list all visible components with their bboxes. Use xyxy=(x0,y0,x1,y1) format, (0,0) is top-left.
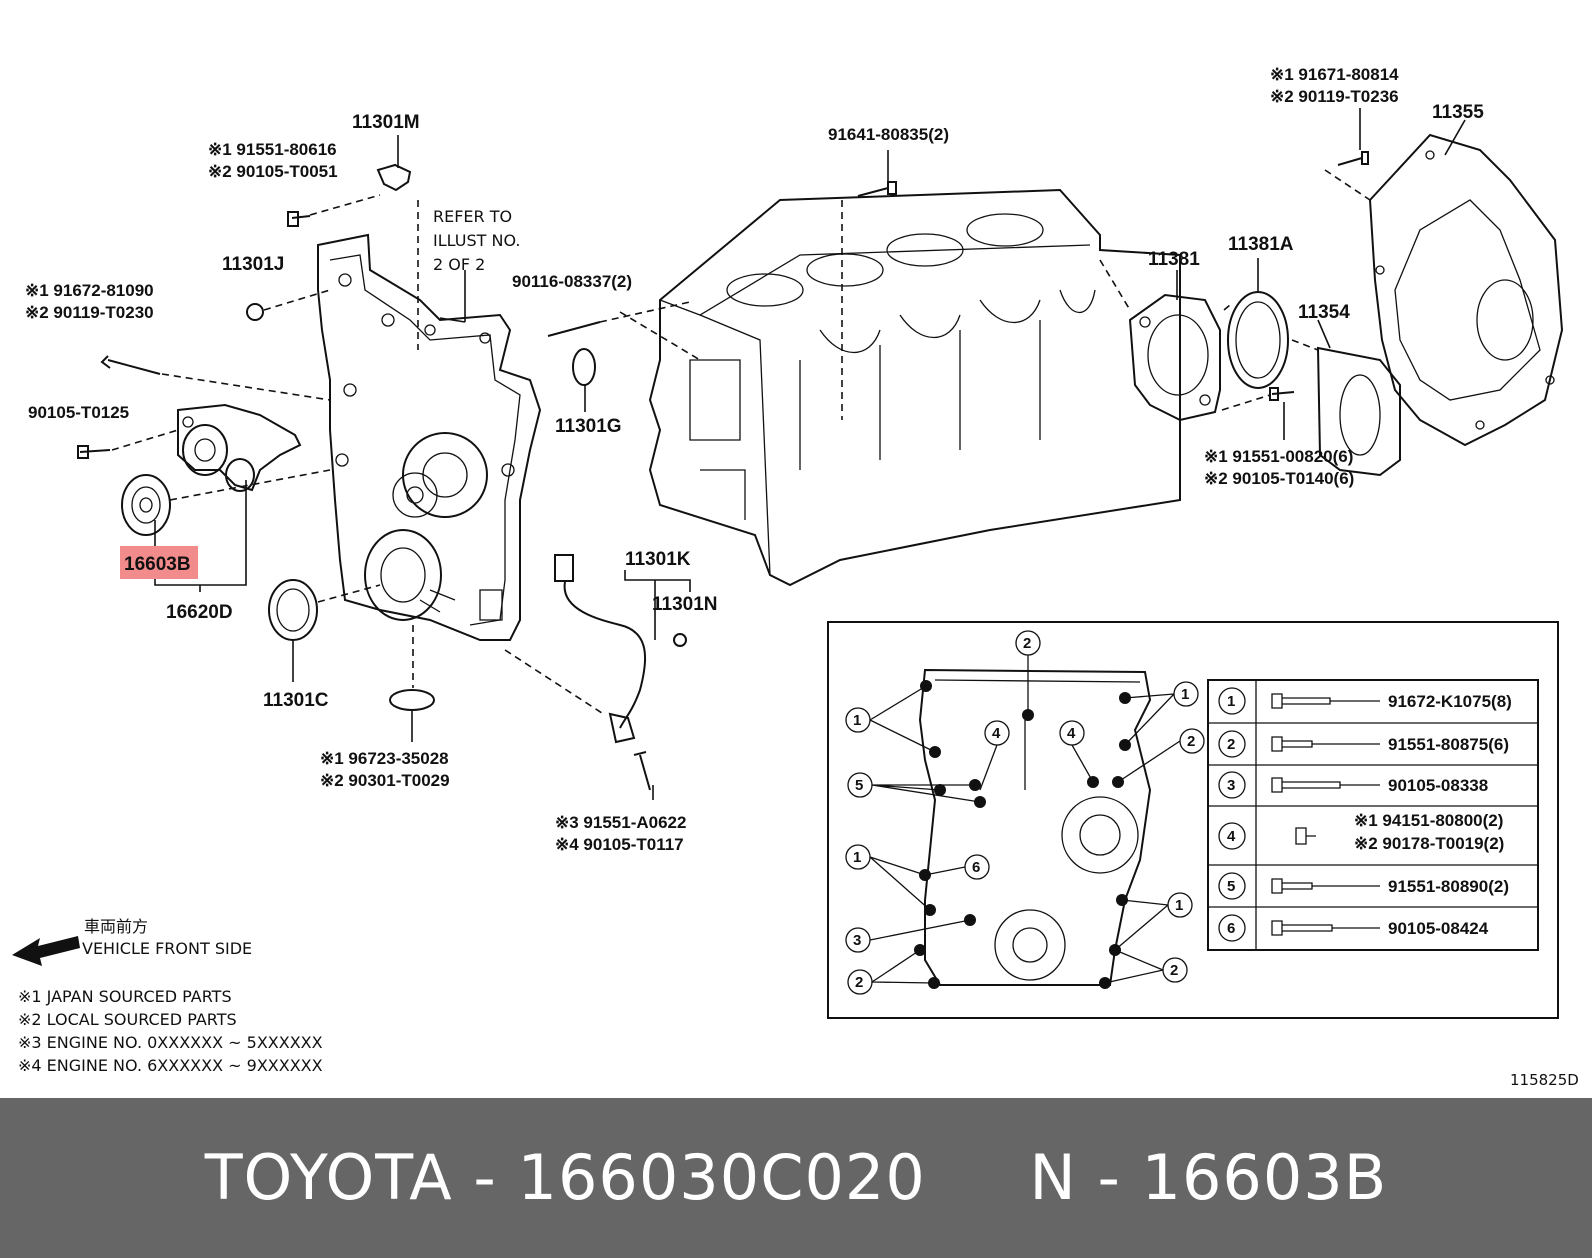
table-num-5: 5 xyxy=(1227,878,1235,895)
bolt-location-inset: 1 2 1 4 4 2 5 1 6 1 3 2 2 1 2 3 4 5 6 xyxy=(827,621,1559,1019)
inset-callout-2d: 2 xyxy=(1170,962,1178,979)
table-part-3: 90105-08338 xyxy=(1388,776,1488,795)
timing-chain-cover xyxy=(317,233,542,641)
label-sensor-bolt4: ※4 90105-T0117 xyxy=(555,835,684,854)
dashed-guides xyxy=(111,169,1371,716)
table-num-4: 4 xyxy=(1227,828,1236,845)
front-label-en: VEHICLE FRONT SIDE xyxy=(82,939,252,958)
inset-callout-1d: 1 xyxy=(1175,897,1183,914)
label-11301M-note2: ※2 90105-T0051 xyxy=(208,162,338,181)
footer-bar: TOYOTA - 166030C020 N - 16603B xyxy=(0,1098,1592,1258)
label-11354: 11354 xyxy=(1298,302,1350,323)
table-num-1: 1 xyxy=(1227,693,1235,710)
label-11355: 11355 xyxy=(1432,102,1484,123)
inset-callout-2c: 2 xyxy=(855,974,863,991)
inset-callout-1b: 1 xyxy=(1181,686,1189,703)
rear-seal-retainer xyxy=(1128,293,1221,422)
label-bolt-b: 90105-T0125 xyxy=(28,403,129,422)
oring-lower xyxy=(389,689,435,711)
label-oring1: ※1 96723-35028 xyxy=(320,749,449,768)
table-bolt-icons xyxy=(1271,693,1380,936)
label-bolt-a2: ※2 90119-T0230 xyxy=(25,303,154,322)
inset-callout-6: 6 xyxy=(972,859,980,876)
note-4: ※4 ENGINE NO. 6XXXXXX ~ 9XXXXXX xyxy=(18,1056,323,1075)
inset-callout-3: 3 xyxy=(853,932,861,949)
cam-position-sensor xyxy=(376,163,412,192)
label-block-bolt: 91641-80835(2) xyxy=(828,125,949,144)
label-11301J: 11301J xyxy=(222,254,284,275)
inset-callout-1c: 1 xyxy=(853,849,861,866)
refer-line2: ILLUST NO. xyxy=(433,231,520,250)
note-3: ※3 ENGINE NO. 0XXXXXX ~ 5XXXXXX xyxy=(18,1033,323,1052)
inset-callout-5: 5 xyxy=(855,777,863,794)
label-sensor-bolt3: ※3 91551-A0622 xyxy=(555,813,686,832)
table-part-1: 91672-K1075(8) xyxy=(1388,692,1512,711)
label-bolt-a1: ※1 91672-81090 xyxy=(25,281,154,300)
label-11381: 11381 xyxy=(1148,249,1200,270)
label-11301G: 11301G xyxy=(555,416,622,437)
table-part-5: 91551-80890(2) xyxy=(1388,877,1509,896)
cover-11354 xyxy=(1316,346,1401,477)
label-11301M-note1: ※1 91551-80616 xyxy=(208,140,337,159)
label-top-bolt1: ※1 91671-80814 xyxy=(1270,65,1399,84)
bolts xyxy=(77,151,1369,791)
table-num-2: 2 xyxy=(1227,736,1235,753)
note-2: ※2 LOCAL SOURCED PARTS xyxy=(18,1010,237,1029)
crank-sensor-harness xyxy=(554,554,647,744)
oring-11301G xyxy=(572,348,596,386)
table-num-6: 6 xyxy=(1227,920,1235,937)
idler-pulley-16603B xyxy=(121,474,171,536)
inset-callout-4b: 4 xyxy=(1067,725,1076,742)
label-stud: 90116-08337(2) xyxy=(512,272,632,291)
table-part-6: 90105-08424 xyxy=(1388,919,1489,938)
rear-oil-seal xyxy=(1227,291,1289,389)
front-arrow-icon xyxy=(12,936,80,966)
end-plate-11355 xyxy=(1368,133,1564,447)
inset-callout-4a: 4 xyxy=(992,725,1001,742)
label-top-bolt2: ※2 90119-T0236 xyxy=(1270,87,1399,106)
illustration-number: 115825D xyxy=(1510,1071,1579,1089)
front-crank-seal xyxy=(268,579,318,641)
parts-diagram: 11301M ※1 91551-80616 ※2 90105-T0051 REF… xyxy=(12,65,1579,1089)
refer-line1: REFER TO xyxy=(433,207,512,226)
table-part-4a: ※1 94151-80800(2) xyxy=(1354,811,1503,830)
highlight-box xyxy=(120,546,198,579)
table-part-2: 91551-80875(6) xyxy=(1388,735,1509,754)
label-16603B: 16603B xyxy=(124,554,191,575)
label-11301K: 11301K xyxy=(625,549,691,570)
refer-line3: 2 OF 2 xyxy=(433,255,485,274)
label-16620D: 16620D xyxy=(166,602,233,623)
inset-callout-2b: 2 xyxy=(1187,733,1195,750)
cylinder-block xyxy=(648,188,1181,587)
label-oring2: ※2 90301-T0029 xyxy=(320,771,450,790)
label-11301C: 11301C xyxy=(263,690,329,711)
inset-callout-1a: 1 xyxy=(853,712,861,729)
note-1: ※1 JAPAN SOURCED PARTS xyxy=(18,987,232,1006)
inset-callout-2a: 2 xyxy=(1023,635,1031,652)
table-part-4b: ※2 90178-T0019(2) xyxy=(1354,834,1504,853)
footer-part-number: TOYOTA - 166030C020 N - 16603B xyxy=(204,1141,1388,1214)
front-label-jp: 車両前方 xyxy=(84,917,148,936)
label-11381A: 11381A xyxy=(1228,234,1294,255)
label-11301N: 11301N xyxy=(652,594,718,615)
label-11301M: 11301M xyxy=(352,112,420,133)
table-num-3: 3 xyxy=(1227,777,1235,794)
label-rear-bolt1: ※1 91551-00820(6) xyxy=(1204,447,1353,466)
label-rear-bolt2: ※2 90105-T0140(6) xyxy=(1204,469,1354,488)
idler-bracket xyxy=(177,403,302,492)
